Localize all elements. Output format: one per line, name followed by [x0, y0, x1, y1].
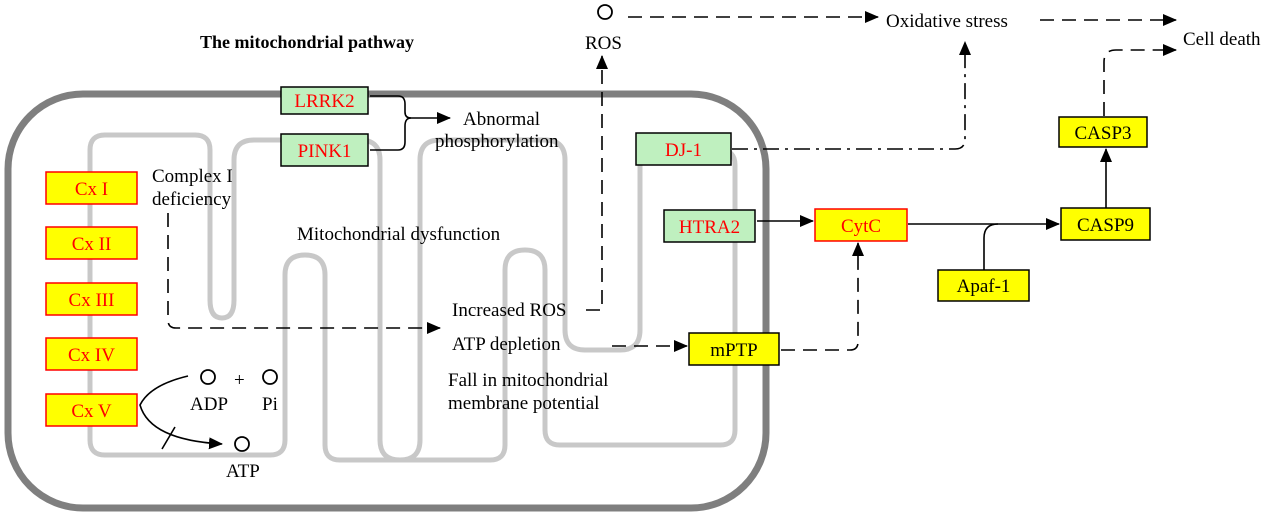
- label-oxidative-stress: Oxidative stress: [886, 11, 1008, 32]
- complex-label: Cx V: [71, 401, 112, 422]
- node-label-mptp: mPTP: [710, 340, 758, 361]
- label-membrane-potential: membrane potential: [448, 393, 599, 414]
- label-mitochondrial-dysfunction: Mitochondrial dysfunction: [297, 224, 501, 245]
- node-apaf1[interactable]: Apaf-1: [937, 269, 1030, 302]
- mitochondrion-outer-membrane: [4, 90, 770, 512]
- gene-box-pink1[interactable]: PINK1: [280, 133, 369, 167]
- node-casp3[interactable]: CASP3: [1058, 116, 1148, 148]
- node-label-apaf1: Apaf-1: [957, 276, 1011, 297]
- node-cytc[interactable]: CytC: [814, 208, 908, 242]
- edge-dj1-to-oxidative-stress: [732, 41, 971, 150]
- complex-label: Cx I: [75, 179, 108, 200]
- atp-compound-circle[interactable]: [234, 436, 250, 452]
- label-pi: Pi: [262, 394, 278, 415]
- complex-box[interactable]: Cx IV: [45, 337, 138, 371]
- label-ros: ROS: [585, 33, 622, 54]
- complex-label: Cx II: [72, 234, 112, 255]
- complex-box[interactable]: Cx II: [45, 226, 138, 260]
- label-deficiency: deficiency: [152, 189, 232, 210]
- pi-compound-circle[interactable]: [262, 369, 278, 385]
- label-fall-in-potential: Fall in mitochondrial: [448, 370, 608, 391]
- adp-compound-circle[interactable]: [200, 369, 216, 385]
- node-label-casp9: CASP9: [1077, 215, 1134, 236]
- gene-label-lrrk2: LRRK2: [294, 91, 354, 112]
- label-increased-ros: Increased ROS: [452, 300, 567, 321]
- gene-label-dj1: DJ-1: [665, 140, 702, 161]
- node-label-cytc: CytC: [841, 216, 881, 237]
- gene-box-htra2[interactable]: HTRA2: [663, 209, 756, 243]
- gene-box-lrrk2[interactable]: LRRK2: [280, 86, 369, 115]
- complex-label: Cx III: [69, 290, 115, 311]
- edge-lrrk2-bracket: [370, 95, 412, 119]
- label-abnormal: Abnormal: [463, 109, 540, 130]
- edge-complex-i-deficiency-to-atp-depletion: [167, 213, 441, 334]
- complex-label: Cx IV: [68, 345, 115, 366]
- node-label-casp3: CASP3: [1074, 123, 1131, 144]
- ros-compound-circle[interactable]: [597, 4, 613, 20]
- complex-box[interactable]: Cx III: [45, 282, 138, 316]
- label-atp-depletion: ATP depletion: [452, 334, 561, 355]
- edge-mptp-to-cytc: [781, 242, 864, 351]
- respiratory-complexes: Cx I Cx II Cx III Cx IV Cx V: [45, 171, 138, 427]
- label-cell-death: Cell death: [1183, 29, 1261, 50]
- node-mptp[interactable]: mPTP: [688, 332, 780, 366]
- inhibition-mark-atp: [161, 426, 176, 450]
- label-complex-i: Complex I: [152, 166, 233, 187]
- label-phosphorylation: phosphorylation: [435, 131, 559, 152]
- node-casp9[interactable]: CASP9: [1060, 207, 1151, 241]
- gene-label-pink1: PINK1: [298, 141, 352, 162]
- edge-increased-ros-to-ros: [586, 55, 608, 311]
- complex-box[interactable]: Cx V: [45, 393, 138, 427]
- edge-apaf1-join: [983, 223, 999, 270]
- edge-pink1-bracket: [370, 117, 412, 151]
- complex-box[interactable]: Cx I: [45, 171, 138, 205]
- edge-cxv-adp-reaction: [139, 375, 223, 450]
- edge-casp3-to-cell-death: [1103, 44, 1177, 116]
- label-adp: ADP: [190, 394, 228, 415]
- diagram-title: The mitochondrial pathway: [200, 32, 414, 52]
- gene-label-htra2: HTRA2: [679, 217, 740, 238]
- label-plus: +: [234, 370, 245, 391]
- gene-box-dj1[interactable]: DJ-1: [635, 132, 732, 166]
- label-atp: ATP: [226, 461, 260, 482]
